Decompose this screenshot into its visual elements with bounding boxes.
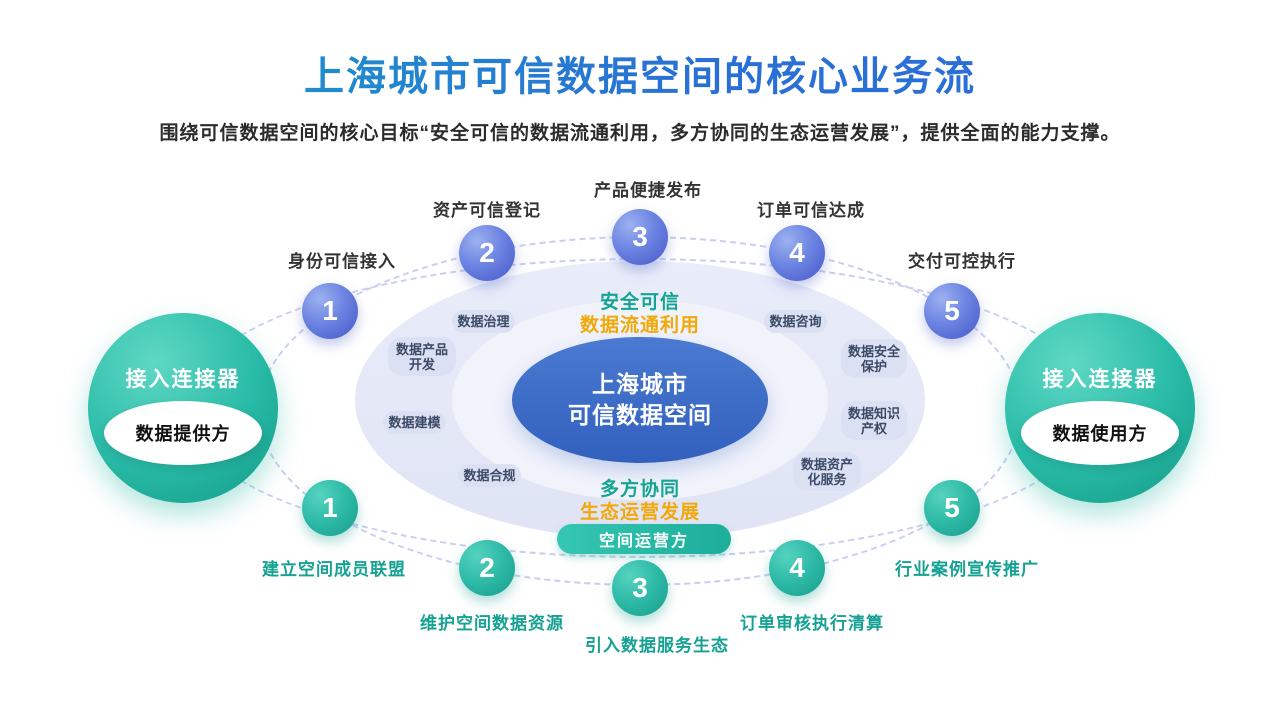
page-title: 上海城市可信数据空间的核心业务流	[0, 44, 1280, 102]
caption-eco-operation: 生态运营发展	[579, 502, 700, 523]
pill-data-consulting: 数据咨询	[764, 310, 827, 333]
top-step-1-circle: 1	[302, 283, 358, 339]
right-connector-title: 接入连接器	[1042, 368, 1158, 391]
top-step-1-number: 1	[322, 295, 338, 326]
center-line2: 可信数据空间	[568, 402, 712, 428]
top-step-4-number: 4	[789, 237, 805, 268]
right-connector: 接入连接器 数据使用方	[1005, 313, 1195, 503]
top-step-2-label: 资产可信登记	[433, 201, 541, 220]
caption-data-circulation: 数据流通利用	[579, 315, 700, 336]
bottom-step-3-number: 3	[632, 572, 648, 603]
caption-multi-party: 多方协同	[599, 479, 680, 500]
center-line1: 上海城市	[592, 371, 688, 397]
pill-data-product-dev: 数据产品 开发	[388, 337, 456, 376]
bottom-step-1-circle: 1	[302, 480, 358, 536]
top-step-1-label: 身份可信接入	[288, 252, 396, 271]
top-step-5-circle: 5	[924, 283, 980, 339]
page-subtitle: 围绕可信数据空间的核心目标“安全可信的数据流通利用，多方协同的生态运营发展”，提…	[159, 123, 1121, 144]
bottom-step-5-number: 5	[944, 492, 960, 523]
left-connector-title: 接入连接器	[125, 368, 241, 391]
top-step-4-circle: 4	[769, 225, 825, 281]
bottom-step-4-circle: 4	[769, 540, 825, 596]
caption-secure-trusted: 安全可信	[599, 292, 680, 313]
bottom-step-5-label: 行业案例宣传推广	[895, 560, 1039, 579]
pill-data-compliance: 数据合规	[458, 464, 521, 487]
top-step-5-number: 5	[944, 295, 960, 326]
bottom-step-2-label: 维护空间数据资源	[420, 614, 564, 633]
top-step-3-circle: 3	[612, 209, 668, 265]
pill-data-governance: 数据治理	[452, 310, 515, 333]
top-step-3-number: 3	[632, 221, 648, 252]
bottom-step-2-circle: 2	[459, 540, 515, 596]
pill-data-security: 数据安全 保护	[841, 339, 907, 378]
top-step-3-label: 产品便捷发布	[594, 181, 702, 200]
top-step-4-label: 订单可信达成	[757, 201, 865, 220]
bottom-step-5-circle: 5	[924, 480, 980, 536]
pill-data-ip: 数据知识 产权	[841, 401, 907, 440]
top-step-5-label: 交付可控执行	[908, 252, 1016, 271]
data-provider-badge: 数据提供方	[104, 401, 262, 465]
bottom-step-1-number: 1	[322, 492, 338, 523]
bottom-step-4-number: 4	[789, 552, 805, 583]
bottom-step-1-label: 建立空间成员联盟	[262, 560, 406, 579]
bottom-step-3-circle: 3	[612, 560, 668, 616]
center-data-space: 上海城市 可信数据空间	[512, 337, 768, 463]
bottom-step-2-number: 2	[479, 552, 495, 583]
top-step-2-circle: 2	[459, 225, 515, 281]
data-consumer-badge: 数据使用方	[1021, 401, 1179, 465]
pill-data-assetization: 数据资产 化服务	[793, 452, 861, 491]
top-step-2-number: 2	[479, 237, 495, 268]
bottom-step-3-label: 引入数据服务生态	[585, 636, 729, 655]
bottom-step-4-label: 订单审核执行清算	[740, 614, 884, 633]
left-connector: 接入连接器 数据提供方	[88, 313, 278, 503]
space-operator-badge: 空间运营方	[557, 524, 731, 554]
pill-data-modeling: 数据建模	[383, 411, 446, 434]
